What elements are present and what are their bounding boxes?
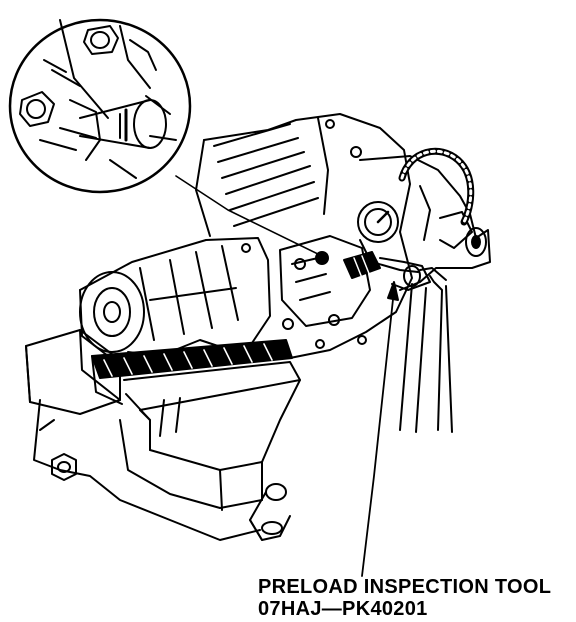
tool-name-label: PRELOAD INSPECTION TOOL bbox=[258, 576, 552, 598]
leader-arrowhead bbox=[388, 282, 398, 300]
tool-part-number-label: 07HAJ—PK40201 bbox=[258, 598, 428, 620]
preload-inspection-tool bbox=[344, 252, 452, 432]
detail-circle bbox=[10, 20, 190, 192]
tool-socket bbox=[344, 252, 380, 278]
case-boss bbox=[316, 252, 328, 264]
vise-nut bbox=[52, 454, 76, 480]
tool-callout-leader bbox=[362, 290, 394, 576]
vise-jaw-pads bbox=[92, 340, 292, 378]
tool-handle-left bbox=[400, 284, 426, 432]
inset-shaft-end bbox=[134, 100, 166, 148]
inset-bolt-top bbox=[84, 26, 118, 54]
input-shaft-housing bbox=[80, 272, 144, 352]
bellhousing bbox=[80, 238, 270, 346]
bench-vise bbox=[26, 330, 300, 540]
inset-leader-line bbox=[176, 176, 322, 256]
inset-bolt-left bbox=[20, 92, 54, 126]
detail-inset bbox=[10, 20, 322, 256]
output-flange bbox=[466, 228, 486, 256]
transmission-case bbox=[80, 114, 412, 362]
tool-handle-right bbox=[430, 276, 452, 432]
tool-shaft bbox=[372, 262, 418, 272]
gauge-dial bbox=[358, 202, 398, 242]
vise-screw-handle bbox=[250, 484, 290, 540]
